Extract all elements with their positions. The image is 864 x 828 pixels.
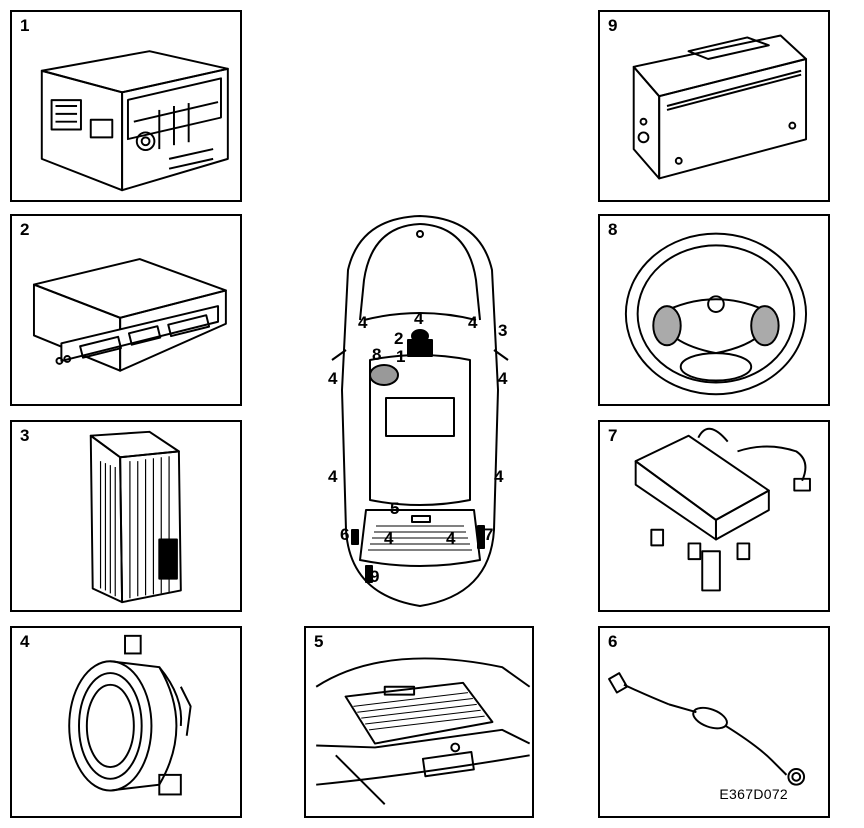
panel-speaker: 4 [10, 626, 242, 818]
callout-speaker: 4 [414, 309, 424, 328]
callout-speaker: 4 [468, 313, 478, 332]
speaker-illustration [68, 634, 192, 796]
callout-speaker: 4 [446, 529, 456, 548]
callout-speaker: 4 [328, 369, 338, 388]
callout-rear-window-antenna: 5 [390, 499, 400, 518]
callout-cd-changer: 9 [370, 567, 380, 586]
panel-number: 1 [20, 16, 30, 35]
panel-amplifier: 3 [10, 420, 242, 612]
callout-antenna-cable: 6 [340, 525, 350, 544]
figure-id: E367D072 [719, 786, 788, 802]
callout-display: 2 [394, 329, 404, 348]
panel-number: 3 [20, 426, 30, 445]
callout-speaker: 4 [358, 313, 368, 332]
callout-steering-wheel: 8 [372, 345, 382, 364]
panel-number: 9 [608, 16, 618, 35]
callout-antenna-amplifier: 3 [498, 321, 508, 340]
rear-window-illustration [315, 657, 531, 805]
panel-rear-window: 5 [304, 626, 534, 818]
callout-radio: 1 [396, 347, 406, 366]
panel-cd-changer: 9 [598, 10, 830, 202]
panel-number: 2 [20, 220, 30, 239]
callout-speaker: 4 [384, 529, 394, 548]
car-top-view: 4 4 4 3 2 1 8 4 4 4 4 5 6 4 4 7 9 [320, 210, 520, 615]
panel-number: 4 [20, 632, 30, 651]
panel-antenna-amplifier: 7 [598, 420, 830, 612]
panel-steering-wheel: 8 [598, 214, 830, 406]
panel-radio-unit: 1 [10, 10, 242, 202]
panel-number: 8 [608, 220, 618, 239]
cd-changer-illustration [632, 34, 808, 180]
panel-antenna-cable: 6 E367D072 [598, 626, 830, 818]
panel-number: 5 [314, 632, 324, 651]
callout-speaker: 4 [498, 369, 508, 388]
steering-wheel-illustration [624, 232, 808, 396]
amplifier-illustration [89, 430, 182, 604]
callout-antenna-amplifier: 7 [484, 525, 494, 544]
panel-display-unit: 2 [10, 214, 242, 406]
radio-unit-illustration [40, 50, 229, 192]
callout-speaker: 4 [328, 467, 338, 486]
panel-number: 6 [608, 632, 618, 651]
antenna-cable-illustration [608, 672, 806, 786]
antenna-amplifier-illustration [634, 427, 811, 592]
panel-number: 7 [608, 426, 618, 445]
callout-speaker: 4 [494, 467, 504, 486]
display-unit-illustration [32, 258, 227, 372]
car-outline-illustration [331, 215, 509, 607]
